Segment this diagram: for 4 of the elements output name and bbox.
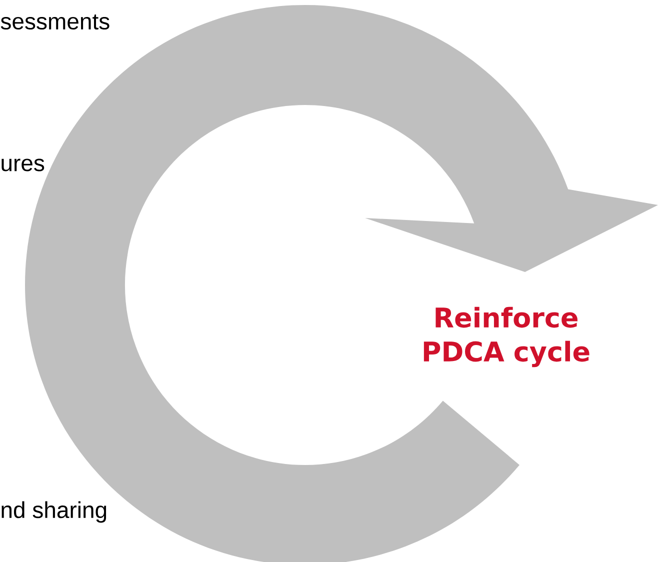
item-text: nd sharing [2, 501, 106, 523]
item-text: ures [2, 158, 44, 172]
cycle-label: Reinforce PDCA cycle [424, 306, 590, 368]
item-text: sessments [0, 14, 110, 30]
